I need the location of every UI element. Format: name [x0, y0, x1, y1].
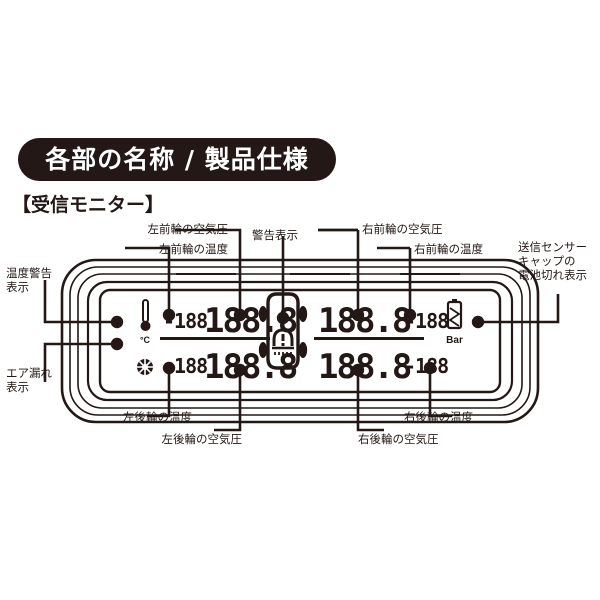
leader-dots-top	[162, 308, 417, 325]
readout-front-left-temp: -188	[163, 309, 207, 333]
leader-dots-left	[110, 315, 124, 351]
lcd-unit-celsius: °C	[140, 335, 151, 345]
callout-sensor-cap-battery: 送信センサーキャップの電池切れ表示	[518, 240, 587, 282]
readout-rear-left-temp: -188	[163, 354, 207, 378]
device-body	[60, 258, 540, 424]
tire-pressure-warning-icon	[272, 328, 294, 355]
leader-dots-bottom	[162, 361, 437, 377]
leader-lines-bottom	[147, 368, 452, 432]
page-title: 各部の名称 / 製品仕様	[45, 145, 309, 174]
readout-rear-right-pressure: 188.8	[318, 347, 411, 387]
lcd-panel	[98, 288, 502, 394]
leader-line-right	[478, 294, 560, 324]
callout-left-rear-pressure: 左後輪の空気圧	[161, 432, 243, 446]
readout-front-right-temp: -188	[404, 309, 448, 333]
wheel-marker-rear-right	[298, 342, 308, 358]
lcd-readouts: -188 188.8 188.8 -188 -188 188.8 188.8 -…	[160, 301, 449, 387]
lcd-unit-bar: Bar	[446, 335, 463, 346]
leader-lines-top	[125, 228, 412, 316]
receiver-monitor-diagram: °C Bar	[43, 228, 560, 432]
lcd-divider-left	[160, 337, 270, 340]
callout-right-front-pressure: 右前輪の空気圧	[362, 222, 443, 236]
readout-front-left-pressure: 188.8	[204, 301, 297, 341]
thermometer-icon: °C	[140, 299, 151, 345]
page-title-pill: 各部の名称 / 製品仕様	[18, 138, 336, 181]
air-leak-icon	[137, 359, 153, 375]
callout-right-rear-pressure: 右後輪の空気圧	[358, 432, 439, 446]
callout-warning-display: 警告表示	[252, 228, 298, 242]
callout-right-front-temp: 右前輪の温度	[414, 242, 483, 256]
readout-rear-right-temp: -188	[404, 354, 448, 378]
battery-icon: Bar	[446, 299, 463, 346]
section-subtitle: 【受信モニター】	[12, 194, 165, 216]
leader-dot-right	[471, 315, 485, 329]
readout-rear-left-pressure: 188.8	[204, 347, 297, 387]
callout-temp-warning: 温度警告表示	[6, 266, 52, 294]
readout-front-right-pressure: 188.8	[318, 301, 411, 341]
wheel-marker-front-right	[298, 306, 308, 322]
callout-left-front-temp: 左前輪の温度	[159, 242, 228, 256]
wheel-marker-rear-left	[258, 342, 268, 358]
lcd-divider-right	[314, 337, 424, 340]
callout-air-leak: エア漏れ表示	[6, 366, 52, 394]
leader-lines-left	[43, 280, 115, 382]
wheel-marker-front-left	[258, 306, 268, 322]
car-top-view-icon	[258, 292, 308, 370]
